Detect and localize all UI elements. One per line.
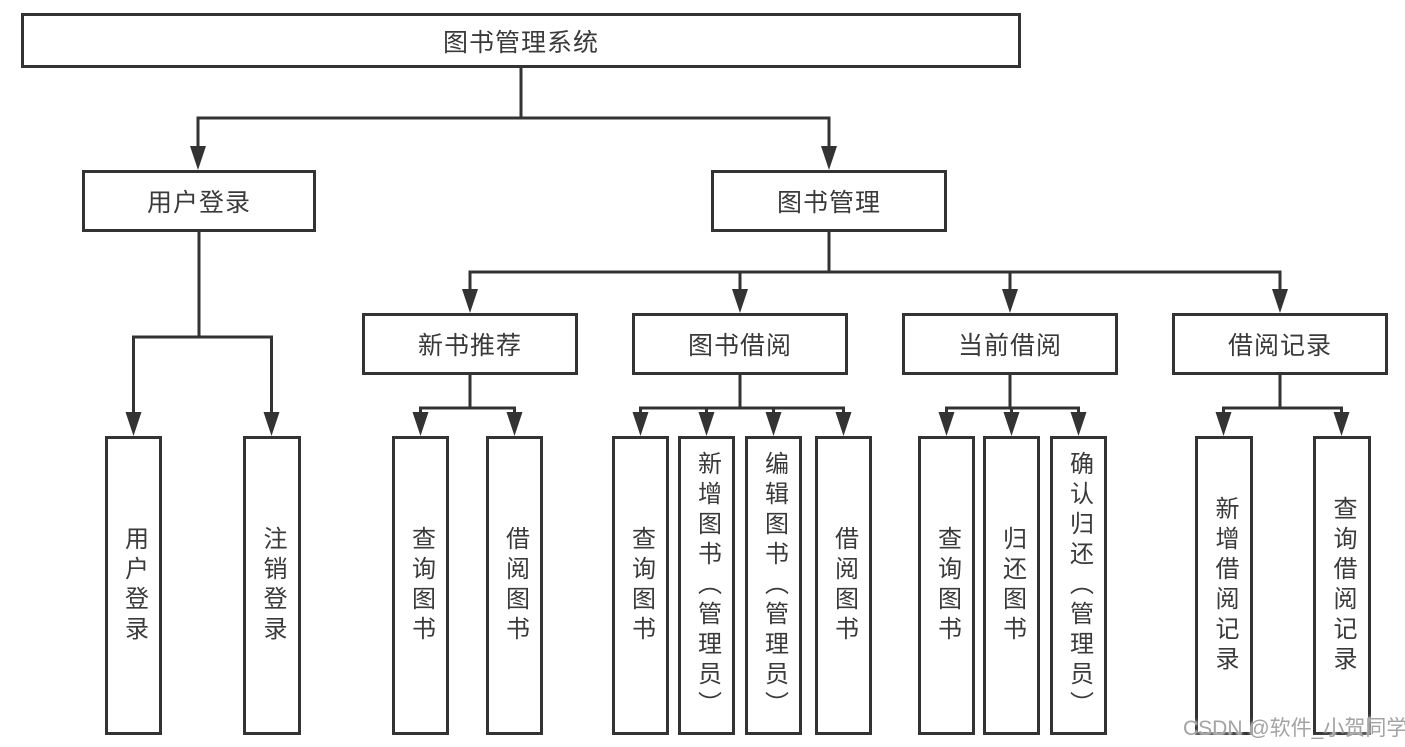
node-borrowing-records: 借阅记录	[1172, 313, 1388, 375]
node-book-management: 图书管理	[711, 170, 947, 232]
leaf-query-books-current: 查询图书	[918, 436, 975, 735]
leaf-add-book-admin: 新增图书（管理员）	[678, 436, 735, 735]
leaf-confirm-return-admin: 确认归还（管理员）	[1050, 436, 1107, 735]
leaf-user-login: 用户登录	[105, 436, 162, 735]
leaf-query-books-borrowing: 查询图书	[612, 436, 669, 735]
leaf-borrow-books-recommend: 借阅图书	[486, 436, 543, 735]
leaf-query-books-recommend: 查询图书	[392, 436, 449, 735]
node-current-borrowing: 当前借阅	[902, 313, 1118, 375]
leaf-borrow-books-borrowing: 借阅图书	[815, 436, 872, 735]
watermark: CSDN @软件_小贺同学	[1183, 717, 1405, 740]
node-new-book-recommendation: 新书推荐	[362, 313, 578, 375]
leaf-edit-book-admin: 编辑图书（管理员）	[745, 436, 802, 735]
leaf-return-book: 归还图书	[983, 436, 1040, 735]
node-book-borrowing: 图书借阅	[632, 313, 848, 375]
node-user-login: 用户登录	[82, 170, 316, 232]
leaf-query-borrow-record: 查询借阅记录	[1313, 436, 1371, 735]
leaf-add-borrow-record: 新增借阅记录	[1195, 436, 1253, 735]
node-library-management-system: 图书管理系统	[21, 13, 1021, 68]
leaf-logout: 注销登录	[243, 436, 301, 735]
